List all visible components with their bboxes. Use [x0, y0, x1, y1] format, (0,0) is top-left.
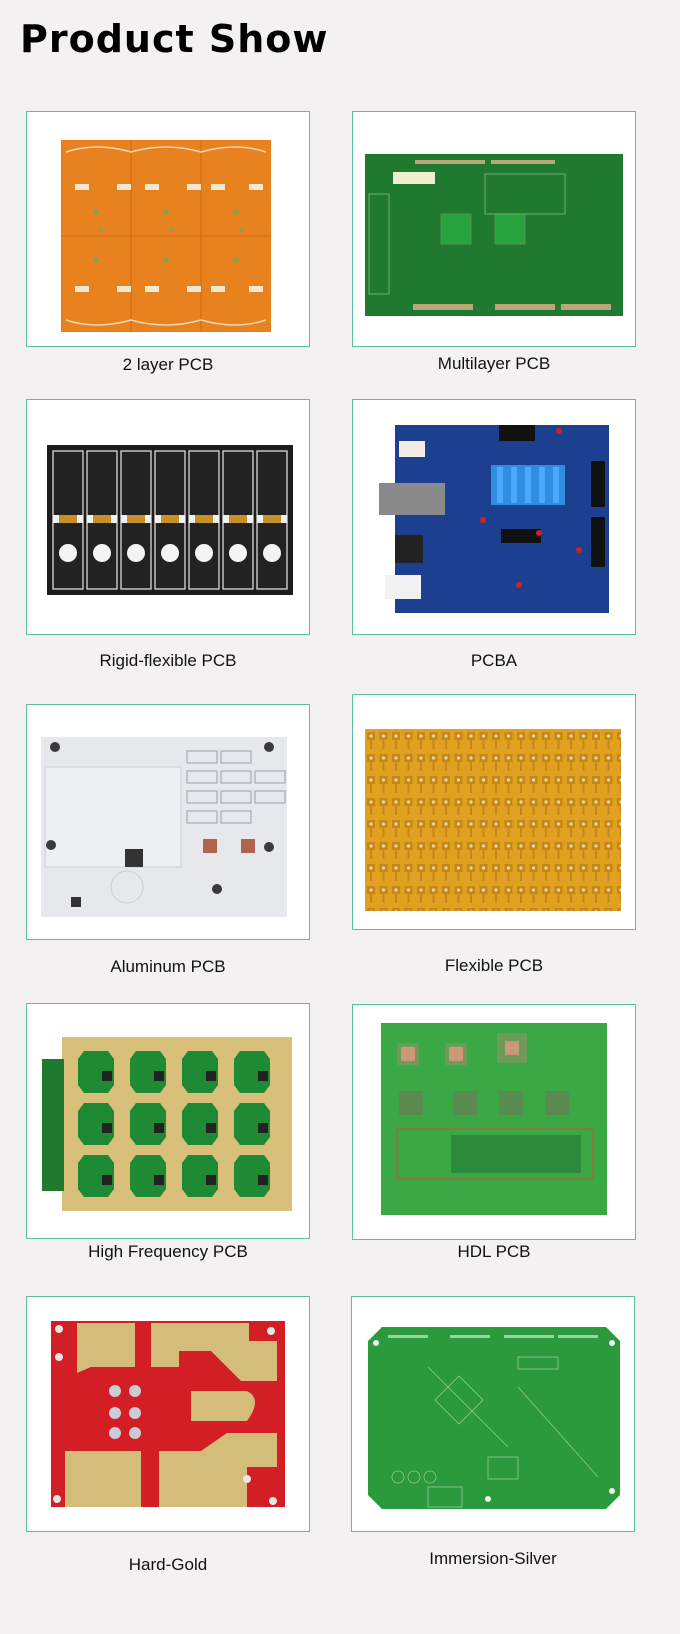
- pcb-image-yellow-flexible: [365, 729, 621, 911]
- pcb-image-gold-high-frequency: [42, 1037, 292, 1211]
- product-card-aluminum-pcb[interactable]: [26, 704, 310, 940]
- product-label: Multilayer PCB: [437, 354, 551, 373]
- pcb-image-white-aluminum: [41, 737, 287, 917]
- product-label: Aluminum PCB: [110, 957, 226, 976]
- product-label: Immersion-Silver: [429, 1549, 557, 1568]
- product-label: Flexible PCB: [444, 956, 544, 975]
- product-card-hdl-pcb[interactable]: [352, 1004, 636, 1240]
- product-card-rigid-flexible-pcb[interactable]: [26, 399, 310, 635]
- pcb-image-green-immersion-silver: [368, 1327, 620, 1509]
- pcb-image-green-hdl: [381, 1023, 607, 1215]
- pcb-image-blue-pcba: [379, 425, 619, 613]
- pcb-image-orange: [61, 140, 271, 332]
- product-card-2-layer-pcb[interactable]: [26, 111, 310, 347]
- product-card-flexible-pcb[interactable]: [352, 694, 636, 930]
- product-card-pcba[interactable]: [352, 399, 636, 635]
- product-label: Hard-Gold: [128, 1555, 208, 1574]
- pcb-image-red-hard-gold: [51, 1321, 285, 1507]
- product-label: Rigid-flexible PCB: [99, 651, 237, 670]
- product-card-hard-gold[interactable]: [26, 1296, 310, 1532]
- product-label: HDL PCB: [457, 1242, 531, 1261]
- product-card-multilayer-pcb[interactable]: [352, 111, 636, 347]
- pcb-image-black-rigid-flex: [47, 445, 293, 595]
- pcb-image-green-multilayer: [365, 154, 623, 316]
- product-card-immersion-silver[interactable]: [351, 1296, 635, 1532]
- product-label: High Frequency PCB: [88, 1242, 248, 1261]
- product-label: 2 layer PCB: [122, 355, 214, 374]
- product-card-high-frequency-pcb[interactable]: [26, 1003, 310, 1239]
- page-title: Product Show: [20, 17, 329, 61]
- product-label: PCBA: [470, 651, 518, 670]
